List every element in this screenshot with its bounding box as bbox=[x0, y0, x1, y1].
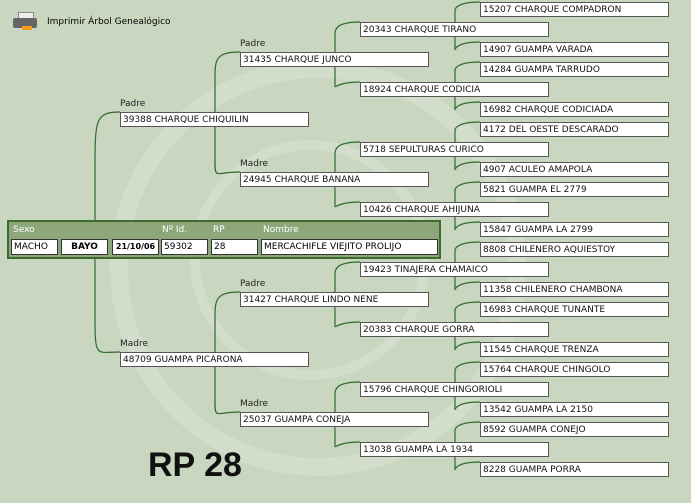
dam-gen4-box[interactable]: 11358 CHILENERO CHAMBONA bbox=[480, 282, 669, 297]
sire-gen3-box[interactable]: 20343 CHARQUE TIRANO bbox=[360, 22, 549, 37]
sire-gen3-box[interactable]: 5718 SEPULTURAS CURICO bbox=[360, 142, 549, 157]
connector-line bbox=[214, 120, 241, 175]
madre-label: Madre bbox=[240, 399, 269, 409]
dam-gen4-box[interactable]: 15847 GUAMPA LA 2799 bbox=[480, 222, 669, 237]
connector-line bbox=[454, 121, 481, 150]
sire-gen2-box[interactable]: 31427 CHARQUE LINDO NENE bbox=[240, 292, 429, 307]
connector-line bbox=[334, 60, 361, 88]
dam-gen3-box[interactable]: 10426 CHARQUE AHIJUNA bbox=[360, 202, 549, 217]
dam-gen4-box[interactable]: 14907 GUAMPA VARADA bbox=[480, 42, 669, 57]
connector-line bbox=[214, 51, 241, 120]
sire-gen1-box[interactable]: 39388 CHARQUE CHIQUILIN bbox=[120, 112, 309, 127]
sire-gen4-box[interactable]: 15764 CHARQUE CHINGOLO bbox=[480, 362, 669, 377]
watermark-seal-inner bbox=[190, 140, 430, 380]
id-field[interactable]: 59302 bbox=[161, 239, 208, 255]
connector-line bbox=[454, 1, 481, 30]
connector-line bbox=[454, 421, 481, 450]
print-label: Imprimir Árbol Genealógico bbox=[47, 17, 171, 27]
sire-gen2-box[interactable]: 31435 CHARQUE JUNCO bbox=[240, 52, 429, 67]
connector-line bbox=[334, 420, 361, 448]
connector-line bbox=[334, 141, 361, 180]
printer-icon bbox=[13, 12, 37, 32]
madre-label: Madre bbox=[120, 339, 149, 349]
nombre-header: Nombre bbox=[263, 225, 299, 235]
print-tree-button[interactable]: Imprimir Árbol Genealógico bbox=[13, 12, 171, 32]
rp-title: RP 28 bbox=[148, 446, 242, 484]
dam-gen1-box[interactable]: 48709 GUAMPA PICARONA bbox=[120, 352, 309, 367]
connector-line bbox=[454, 241, 481, 270]
sire-gen4-box[interactable]: 8808 CHILENERO AQUIESTOY bbox=[480, 242, 669, 257]
date-field[interactable]: 21/10/06 bbox=[112, 239, 159, 255]
rp-header: RP bbox=[213, 225, 225, 235]
padre-label: Padre bbox=[240, 279, 266, 289]
connector-line bbox=[454, 361, 481, 390]
connector-line bbox=[454, 210, 481, 231]
color-field[interactable]: BAYO bbox=[61, 239, 108, 255]
connector-line bbox=[334, 261, 361, 300]
connector-line bbox=[454, 30, 481, 51]
sire-gen4-box[interactable]: 4172 DEL OESTE DESCARADO bbox=[480, 122, 669, 137]
connector-line bbox=[214, 291, 241, 360]
sire-gen4-box[interactable]: 16983 CHARQUE TUNANTE bbox=[480, 302, 669, 317]
sexo-header: Sexo bbox=[13, 225, 35, 235]
connector-line bbox=[454, 330, 481, 351]
dam-gen4-box[interactable]: 16982 CHARQUE CODICIADA bbox=[480, 102, 669, 117]
padre-label: Padre bbox=[240, 39, 266, 49]
id-header: Nº Id. bbox=[162, 225, 188, 235]
connector-line bbox=[454, 390, 481, 411]
connector-line bbox=[454, 450, 481, 471]
madre-label: Madre bbox=[240, 159, 269, 169]
connector-line bbox=[334, 21, 361, 60]
nombre-field[interactable]: MERCACHIFLE VIEJITO PROLIJO bbox=[261, 239, 438, 255]
connector-line bbox=[214, 360, 241, 415]
sire-gen4-box[interactable]: 8592 GUAMPA CONEJO bbox=[480, 422, 669, 437]
dam-gen2-box[interactable]: 25037 GUAMPA CONEJA bbox=[240, 412, 429, 427]
sire-gen3-box[interactable]: 15796 CHARQUE CHINGORIOLI bbox=[360, 382, 549, 397]
connector-line bbox=[334, 381, 361, 420]
connector-line bbox=[454, 270, 481, 291]
sexo-field[interactable]: MACHO bbox=[11, 239, 58, 255]
dam-gen4-box[interactable]: 8228 GUAMPA PORRA bbox=[480, 462, 669, 477]
connector-line bbox=[454, 301, 481, 330]
connector-line bbox=[454, 90, 481, 111]
sire-gen4-box[interactable]: 5821 GUAMPA EL 2779 bbox=[480, 182, 669, 197]
sire-gen3-box[interactable]: 19423 TINAJERA CHAMAICO bbox=[360, 262, 549, 277]
dam-gen4-box[interactable]: 13542 GUAMPA LA 2150 bbox=[480, 402, 669, 417]
connector-line bbox=[94, 240, 121, 354]
dam-gen3-box[interactable]: 18924 CHARQUE CODICIA bbox=[360, 82, 549, 97]
connector-line bbox=[454, 150, 481, 171]
connector-line bbox=[454, 61, 481, 90]
connector-line bbox=[454, 181, 481, 210]
rp-field[interactable]: 28 bbox=[211, 239, 258, 255]
dam-gen4-box[interactable]: 4907 ACULEO AMAPOLA bbox=[480, 162, 669, 177]
sire-gen4-box[interactable]: 15207 CHARQUE COMPADRON bbox=[480, 2, 669, 17]
dam-gen2-box[interactable]: 24945 CHARQUE BANANA bbox=[240, 172, 429, 187]
connector-line bbox=[94, 111, 121, 240]
dam-gen3-box[interactable]: 20383 CHARQUE GORRA bbox=[360, 322, 549, 337]
padre-label: Padre bbox=[120, 99, 146, 109]
connector-line bbox=[334, 180, 361, 208]
sire-gen4-box[interactable]: 14284 GUAMPA TARRUDO bbox=[480, 62, 669, 77]
connector-line bbox=[334, 300, 361, 328]
animal-panel: Sexo Nº Id. RP Nombre MACHO BAYO 21/10/0… bbox=[7, 220, 441, 259]
dam-gen4-box[interactable]: 11545 CHARQUE TRENZA bbox=[480, 342, 669, 357]
dam-gen3-box[interactable]: 13038 GUAMPA LA 1934 bbox=[360, 442, 549, 457]
